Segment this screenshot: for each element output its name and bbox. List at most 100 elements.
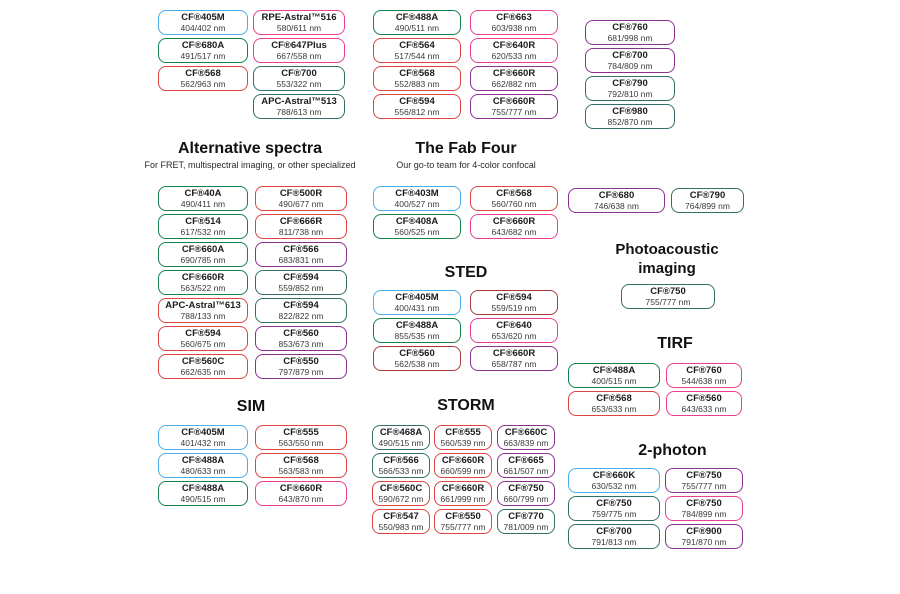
dye-name: CF®760 bbox=[612, 22, 648, 33]
dye-excitation-emission: 643/633 nm bbox=[681, 404, 727, 414]
dye-excitation-emission: 404/402 nm bbox=[180, 23, 226, 33]
dye-excitation-emission: 490/511 nm bbox=[394, 23, 440, 33]
dye-name: CF®403M bbox=[395, 188, 439, 199]
dye-excitation-emission: 490/411 nm bbox=[180, 199, 226, 209]
dye-excitation-emission: 559/519 nm bbox=[491, 303, 537, 313]
dye-name: CF®666R bbox=[279, 216, 323, 227]
dye-name: CF®568 bbox=[496, 188, 532, 199]
dye-excitation-emission: 560/539 nm bbox=[440, 438, 486, 448]
dye-name: CF®405M bbox=[395, 292, 439, 303]
dye-excitation-emission: 401/432 nm bbox=[180, 438, 226, 448]
dye-name: CF®405M bbox=[181, 427, 225, 438]
dye-excitation-emission: 660/799 nm bbox=[503, 494, 549, 504]
dye-excitation-emission: 400/527 nm bbox=[394, 199, 440, 209]
dye-excitation-emission: 784/899 nm bbox=[681, 509, 727, 519]
dye-excitation-emission: 560/760 nm bbox=[491, 199, 537, 209]
dye-name: APC-Astral™613 bbox=[165, 300, 241, 311]
dye-name: CF®663 bbox=[496, 12, 532, 23]
dye-excitation-emission: 562/963 nm bbox=[180, 79, 226, 89]
dye-name: CF®750 bbox=[686, 470, 722, 481]
dye-excitation-emission: 491/517 nm bbox=[180, 51, 226, 61]
dye-excitation-emission: 566/533 nm bbox=[378, 466, 424, 476]
dye-excitation-emission: 553/322 nm bbox=[276, 79, 322, 89]
dye-excitation-emission: 580/611 nm bbox=[276, 23, 322, 33]
dye-excitation-emission: 559/852 nm bbox=[278, 283, 324, 293]
dye-excitation-emission: 480/633 nm bbox=[180, 466, 226, 476]
dye-excitation-emission: 855/535 nm bbox=[394, 331, 440, 341]
dye-excitation-emission: 544/638 nm bbox=[681, 376, 727, 386]
section-title-tirf: TIRF bbox=[657, 335, 693, 352]
dye-excitation-emission: 661/999 nm bbox=[440, 494, 486, 504]
dye-name: RPE-Astral™516 bbox=[261, 12, 337, 23]
dye-name: CF®594 bbox=[496, 292, 532, 303]
section-subtitle-alternative-spectra: For FRET, multispectral imaging, or othe… bbox=[144, 160, 356, 170]
dye-excitation-emission: 853/673 nm bbox=[278, 339, 324, 349]
dye-name: CF®640R bbox=[492, 40, 536, 51]
dye-name: CF®566 bbox=[383, 455, 419, 466]
dye-name: CF®568 bbox=[596, 393, 632, 404]
section-title-fab-four: The Fab Four bbox=[415, 140, 517, 157]
dye-name: CF®547 bbox=[383, 511, 419, 522]
dye-excitation-emission: 560/675 nm bbox=[180, 339, 226, 349]
dye-excitation-emission: 490/515 nm bbox=[180, 494, 226, 504]
dye-name: CF®488A bbox=[181, 483, 225, 494]
dye-excitation-emission: 552/883 nm bbox=[394, 79, 440, 89]
dye-excitation-emission: 560/525 nm bbox=[394, 227, 440, 237]
dye-excitation-emission: 663/839 nm bbox=[503, 438, 549, 448]
dye-name: CF®568 bbox=[399, 68, 435, 79]
dye-name: CF®700 bbox=[596, 526, 632, 537]
dye-name: CF®560C bbox=[379, 483, 423, 494]
dye-name: CF®555 bbox=[283, 427, 319, 438]
dye-name: CF®660R bbox=[181, 272, 225, 283]
dye-excitation-emission: 788/613 nm bbox=[276, 107, 322, 117]
dye-excitation-emission: 563/522 nm bbox=[180, 283, 226, 293]
dye-excitation-emission: 563/550 nm bbox=[278, 438, 324, 448]
dye-excitation-emission: 653/620 nm bbox=[491, 331, 537, 341]
dye-name: CF®700 bbox=[612, 50, 648, 61]
dye-name: CF®488A bbox=[395, 320, 439, 331]
dye-name: CF®680 bbox=[598, 190, 635, 201]
dye-excitation-emission: 759/775 nm bbox=[591, 509, 637, 519]
dye-excitation-emission: 603/938 nm bbox=[491, 23, 537, 33]
dye-name: CF®594 bbox=[185, 328, 221, 339]
